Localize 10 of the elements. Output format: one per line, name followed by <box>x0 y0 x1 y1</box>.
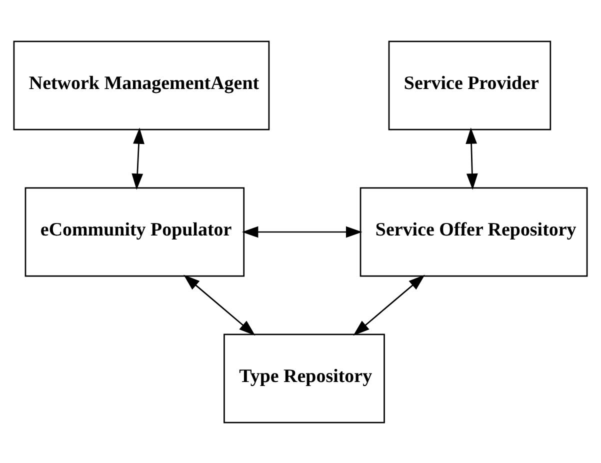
node-box: Service Provider <box>388 40 552 130</box>
arrow <box>466 127 478 190</box>
arrow <box>132 127 144 190</box>
arrow <box>353 274 425 336</box>
node-box: Network ManagementAgent <box>13 40 270 130</box>
arrow <box>184 274 256 336</box>
node-box: Service Offer Repository <box>360 186 588 276</box>
node-box: eCommunity Populator <box>24 186 245 276</box>
node-box: Type Repository <box>224 333 385 423</box>
arrow <box>242 226 362 238</box>
